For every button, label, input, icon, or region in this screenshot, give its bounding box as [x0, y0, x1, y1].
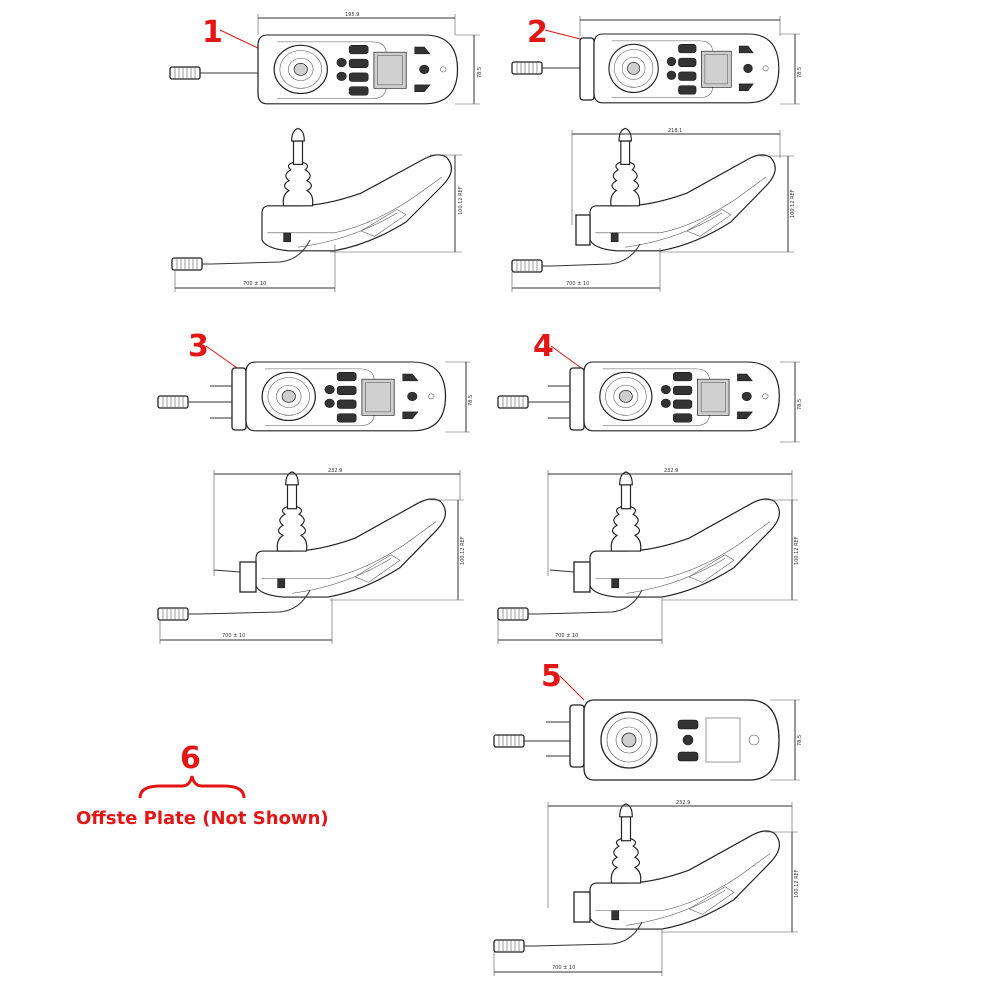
variant-2-top-height: 78.5: [797, 67, 803, 78]
variant-2-top-view: [593, 33, 780, 104]
variant-4-number: 4: [533, 329, 554, 364]
variant-5-side-module: [569, 704, 585, 768]
note-6: 6 Offste Plate (Not Shown): [76, 741, 329, 829]
variant-1-top-height: 78.5: [477, 67, 483, 78]
variant-5-side-module-side: [573, 891, 591, 923]
variant-1-side-view: [261, 127, 452, 252]
variant-3: 3 78.5 232.9 100.12 REF 700 ± 10: [157, 329, 474, 644]
variant-1-top-width: 195.9: [345, 12, 359, 18]
variant-4-side-module: [569, 367, 585, 431]
variant-2-side-module: [579, 37, 595, 101]
variant-2-side-cable: [551, 243, 641, 267]
variant-4-side-plug: [497, 607, 539, 621]
variant-2-side-height: 100.12 REF: [790, 189, 796, 218]
variant-3-side-width: 232.9: [328, 468, 342, 474]
variant-1: 1 195.9 78.5 100.12 REF 700 ± 10: [169, 12, 483, 292]
variant-3-side-cable: [197, 589, 311, 615]
variant-5-top-view: [583, 699, 780, 781]
variant-1-cable-length: 700 ± 10: [243, 281, 266, 287]
variant-2-number: 2: [527, 15, 548, 50]
variant-3-top-height: 78.5: [468, 395, 474, 406]
variant-3-side-module-side: [239, 561, 257, 593]
variant-3-side-height: 100.12 REF: [460, 536, 466, 565]
variant-1-number: 1: [202, 15, 223, 50]
variant-3-side-module: [231, 367, 247, 431]
variant-1-leader: [219, 29, 263, 51]
variant-2-side-width: 218.1: [668, 128, 682, 134]
variant-2-top-plug: [511, 61, 553, 75]
variant-1-side-plug: [171, 257, 213, 271]
variant-1-top-plug: [169, 66, 211, 80]
variant-2-side-view: [589, 127, 776, 252]
variant-3-number: 3: [188, 329, 209, 364]
variant-5-top-plug: [493, 734, 535, 748]
variant-4-top-view: [583, 361, 780, 432]
variant-1-side-cable: [211, 239, 311, 265]
note-6-caption: Offste Plate (Not Shown): [76, 808, 329, 829]
variant-3-cable-length: 700 ± 10: [222, 633, 245, 639]
variant-2-side-plug: [511, 259, 553, 273]
variant-4-top-height: 78.5: [797, 399, 803, 410]
variant-5-side-plug: [493, 939, 535, 953]
variant-4: 4 78.5 232.9 100.12 REF 700 ± 10: [497, 329, 803, 644]
variant-4-cable-length: 700 ± 10: [555, 633, 578, 639]
variant-4-side-module-side: [573, 561, 591, 593]
variant-4-side-cable: [537, 589, 643, 615]
variant-5: 5 78.5 232.9 100.12: [493, 659, 803, 976]
variant-5-number: 5: [541, 659, 562, 694]
variant-5-leader: [559, 675, 585, 701]
variant-2-cable-length: 700 ± 10: [566, 281, 589, 287]
variant-3-top-plug: [157, 395, 199, 409]
note-6-number: 6: [180, 741, 201, 776]
variant-2: 2 78.5 218.1 100.12 REF 700 ± 10: [511, 15, 803, 292]
variant-3-leader: [205, 345, 241, 371]
variant-4-side-height: 100.12 REF: [794, 536, 800, 565]
variant-4-side-view: [589, 471, 781, 598]
variant-5-top-height: 78.5: [797, 735, 803, 746]
note-6-brace: [138, 775, 246, 799]
variant-3-side-plug: [157, 607, 199, 621]
variant-1-side-height: 100.12 REF: [458, 186, 464, 215]
variant-4-top-plug: [497, 395, 539, 409]
variant-5-cable-length: 700 ± 10: [552, 965, 575, 971]
variant-5-side-height: 100.12 REF: [794, 869, 800, 898]
variant-5-side-cable: [533, 921, 643, 947]
variant-5-side-view: [589, 803, 781, 930]
variant-4-side-width: 232.9: [664, 468, 678, 474]
variant-4-leader: [550, 345, 585, 371]
variant-1-top-view: [257, 34, 459, 105]
variant-2-side-module-side: [575, 214, 591, 246]
variant-3-side-view: [255, 471, 447, 598]
variant-5-side-width: 232.9: [676, 800, 690, 806]
variant-3-top-view: [245, 361, 447, 432]
